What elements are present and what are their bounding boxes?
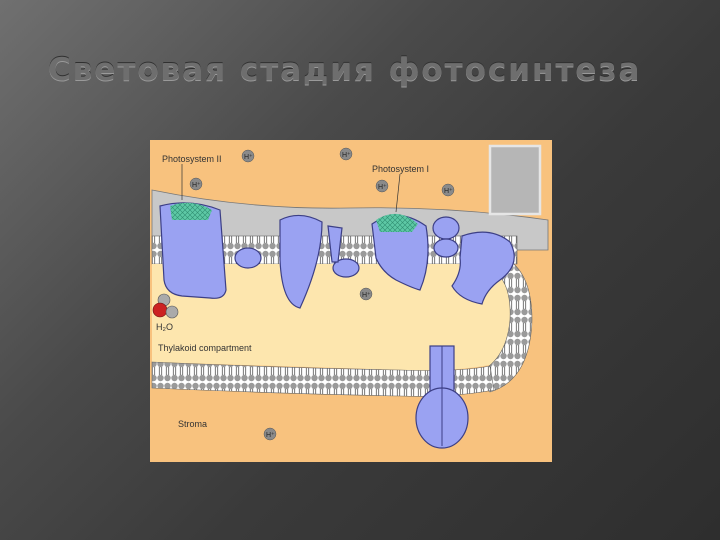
photosystem-i-protein	[371, 214, 429, 291]
photosystem-ii-reaction-center	[170, 202, 212, 220]
svg-text:H⁺: H⁺	[378, 184, 387, 191]
svg-text:H⁺: H⁺	[244, 154, 253, 161]
carrier-ellipse-2	[332, 258, 360, 278]
photosystem-i-reaction-center	[376, 213, 418, 232]
label-thylakoid-compartment: Thylakoid compartment	[158, 343, 252, 353]
cytochrome-protein	[279, 214, 323, 309]
proton-icon: H⁺	[441, 183, 455, 197]
label-water: H₂O	[156, 322, 173, 332]
proton-icon: H⁺	[189, 177, 203, 191]
label-stroma: Stroma	[178, 419, 207, 429]
svg-text:H⁺: H⁺	[192, 182, 201, 189]
proton-icon: H⁺	[339, 147, 353, 161]
right-membrane	[469, 255, 533, 393]
svg-text:H⁺: H⁺	[444, 188, 453, 195]
reductase-protein	[451, 231, 515, 305]
thylakoid-lumen	[152, 264, 519, 371]
small-tooth-protein	[327, 225, 343, 263]
carrier-ellipse-1	[234, 247, 262, 269]
grey-box	[488, 144, 542, 216]
lower-membrane	[151, 361, 495, 397]
slide-title: Световая стадия фотосинтеза	[48, 52, 642, 88]
carrier-ellipse-4	[433, 238, 459, 258]
photosynthesis-diagram: Photosystem II Photosystem I Thylakoid c…	[150, 140, 552, 462]
proton-icon: H⁺	[263, 427, 277, 441]
proton-icon: H⁺	[375, 179, 389, 193]
proton-icon: H⁺	[241, 149, 255, 163]
carrier-ellipse-3	[432, 216, 460, 240]
label-photosystem-ii: Photosystem II	[162, 154, 222, 164]
label-photosystem-i: Photosystem I	[372, 164, 429, 174]
svg-text:H⁺: H⁺	[342, 152, 351, 159]
svg-text:H⁺: H⁺	[362, 292, 371, 299]
water-molecule-icon	[152, 293, 179, 319]
proton-icon: H⁺	[359, 287, 373, 301]
svg-text:H⁺: H⁺	[266, 432, 275, 439]
